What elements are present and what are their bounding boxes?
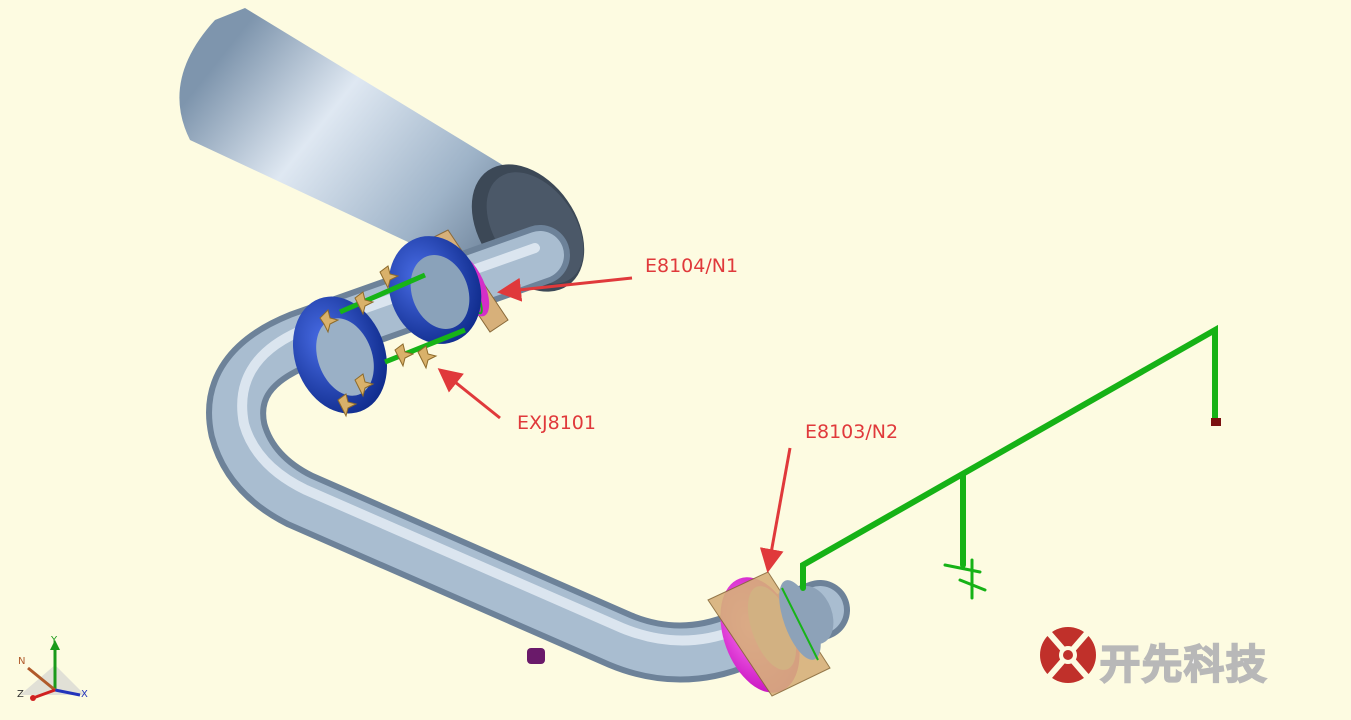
callout-e8103-n2: E8103/N2 [805, 421, 899, 443]
callout-arrows [437, 276, 792, 573]
nozzle-flange-n2[interactable] [706, 566, 831, 703]
brand-watermark: 开先科技 [1099, 641, 1268, 689]
axis-label-n: N [18, 656, 26, 667]
callout-e8104-n1: E8104/N1 [645, 255, 739, 277]
axis-label-x: X [81, 689, 88, 700]
axis-label-y: Y [51, 635, 58, 646]
expansion-joint-icon[interactable] [277, 223, 496, 427]
callout-exj8101: EXJ8101 [517, 412, 596, 434]
brand-logo-icon [1040, 627, 1096, 683]
axis-label-z: Z [17, 689, 24, 700]
main-pipe[interactable] [206, 225, 850, 683]
support-anchor-icon[interactable] [527, 648, 545, 664]
axis-triad-icon[interactable] [20, 640, 85, 701]
small-pipe-run[interactable] [800, 324, 1221, 600]
